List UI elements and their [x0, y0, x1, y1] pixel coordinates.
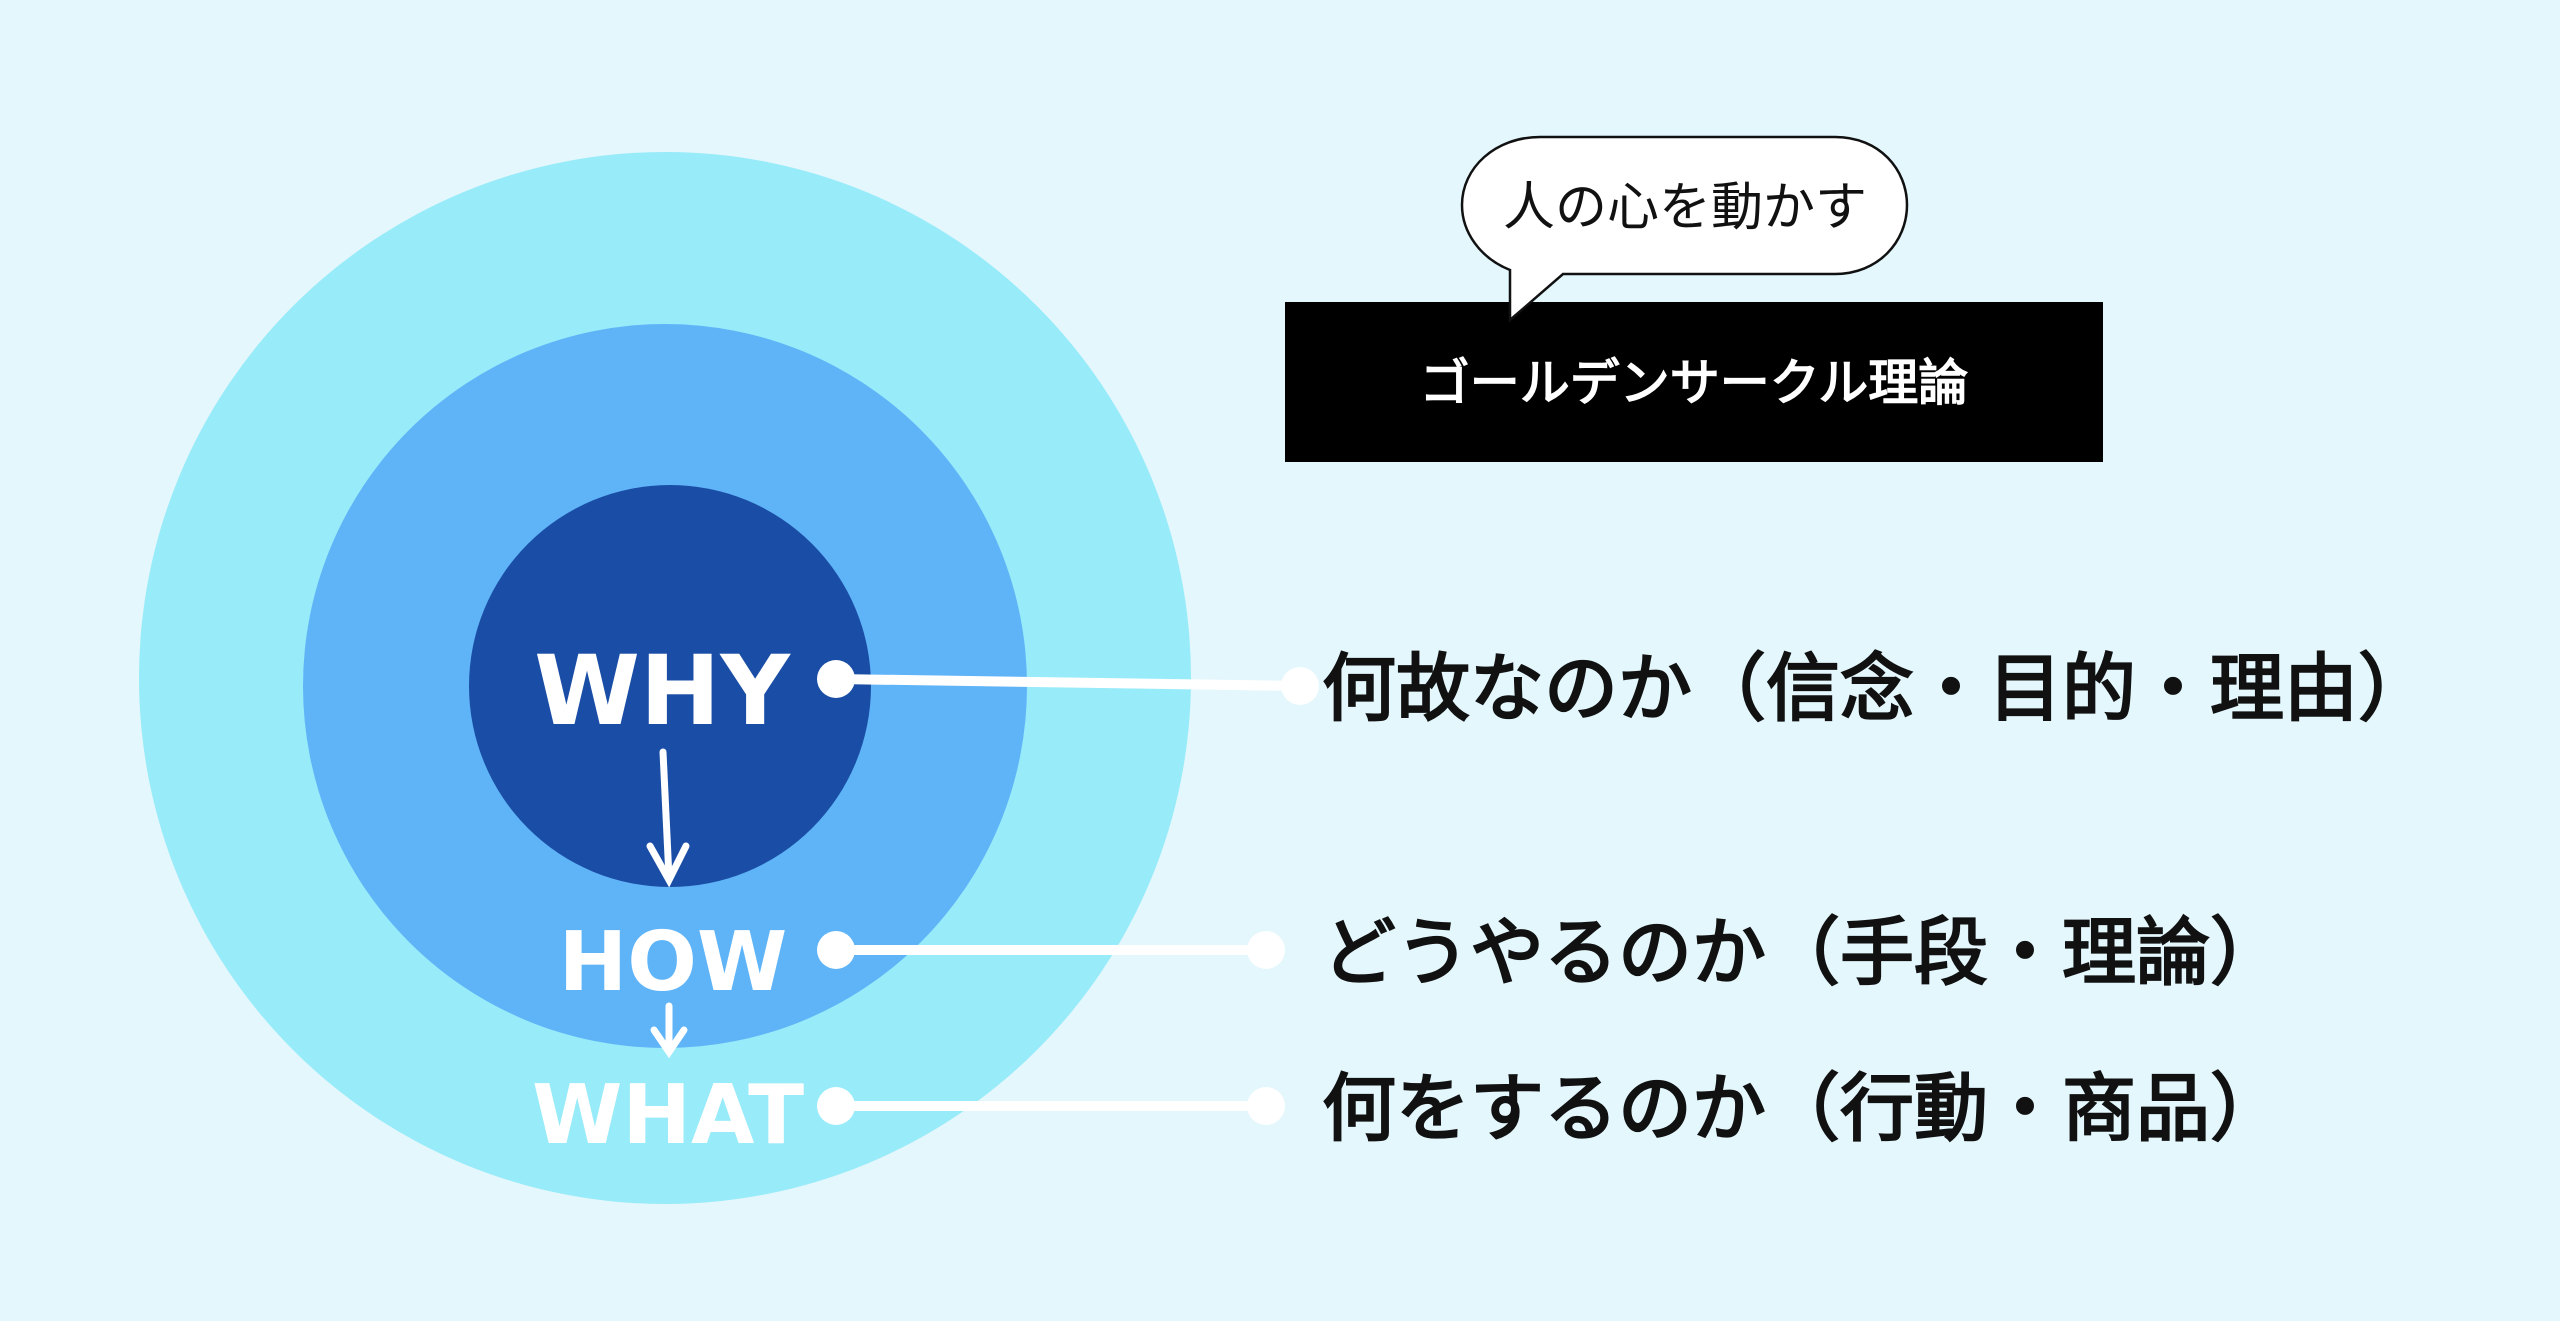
connector-how	[817, 931, 1285, 969]
connector-why	[817, 660, 1319, 705]
arrow-how-to-what	[650, 1002, 688, 1059]
why-description: 何故なのか（信念・目的・理由）	[1322, 646, 2432, 732]
speech-bubble	[1460, 135, 1909, 323]
title-text: ゴールデンサークル理論	[1420, 354, 1969, 412]
how-description: どうやるのか（手段・理論）	[1322, 910, 2284, 996]
inner-circle-why	[469, 485, 871, 887]
arrow-why-to-how	[646, 748, 690, 888]
title-box	[1285, 302, 2103, 462]
connector-what	[817, 1087, 1285, 1125]
how-label: HOW	[559, 915, 788, 1010]
what-label: WHAT	[532, 1068, 804, 1163]
why-label: WHY	[534, 635, 791, 747]
speech-bubble-text: 人の心を動かす	[1503, 178, 1867, 238]
what-description: 何をするのか（行動・商品）	[1322, 1066, 2284, 1152]
